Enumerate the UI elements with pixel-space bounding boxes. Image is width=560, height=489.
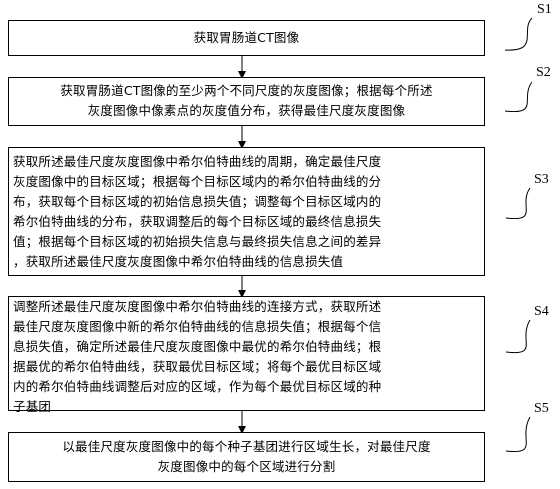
step-box-s2: 获取胃肠道CT图像的至少两个不同尺度的灰度图像；根据每个所述 灰度图像中像素点的… bbox=[8, 77, 485, 126]
step-text-s5: 以最佳尺度灰度图像中的每个种子基团进行区域生长，对最佳尺度 灰度图像中的每个区域… bbox=[62, 439, 431, 474]
step-label-s4: S4 bbox=[534, 304, 549, 319]
step-text-s4: 调整所述最佳尺度灰度图像中希尔伯特曲线的连接方式，获取所述 最佳尺度灰度图像中新… bbox=[13, 299, 382, 414]
step-box-s1: 获取胃肠道CT图像 bbox=[8, 20, 485, 56]
leader-line-s3 bbox=[505, 187, 531, 220]
leader-line-s1 bbox=[504, 17, 533, 51]
leader-line-s4 bbox=[505, 319, 531, 354]
step-label-s2: S2 bbox=[536, 65, 551, 80]
step-text-s2: 获取胃肠道CT图像的至少两个不同尺度的灰度图像；根据每个所述 灰度图像中像素点的… bbox=[60, 83, 433, 118]
step-box-s3: 获取所述最佳尺度灰度图像中希尔伯特曲线的周期，确定最佳尺度 灰度图像中的目标区域… bbox=[8, 147, 485, 276]
leader-line-s2 bbox=[504, 81, 533, 113]
leader-line-s5 bbox=[505, 416, 531, 453]
step-label-s3: S3 bbox=[534, 172, 549, 187]
step-text-s3: 获取所述最佳尺度灰度图像中希尔伯特曲线的周期，确定最佳尺度 灰度图像中的目标区域… bbox=[13, 154, 382, 269]
step-label-s1: S1 bbox=[537, 2, 552, 17]
step-box-s5: 以最佳尺度灰度图像中的每个种子基团进行区域生长，对最佳尺度 灰度图像中的每个区域… bbox=[8, 432, 485, 482]
step-text-s1: 获取胃肠道CT图像 bbox=[193, 30, 300, 45]
step-label-s5: S5 bbox=[534, 401, 549, 416]
step-box-s4: 调整所述最佳尺度灰度图像中希尔伯特曲线的连接方式，获取所述 最佳尺度灰度图像中新… bbox=[8, 296, 485, 414]
